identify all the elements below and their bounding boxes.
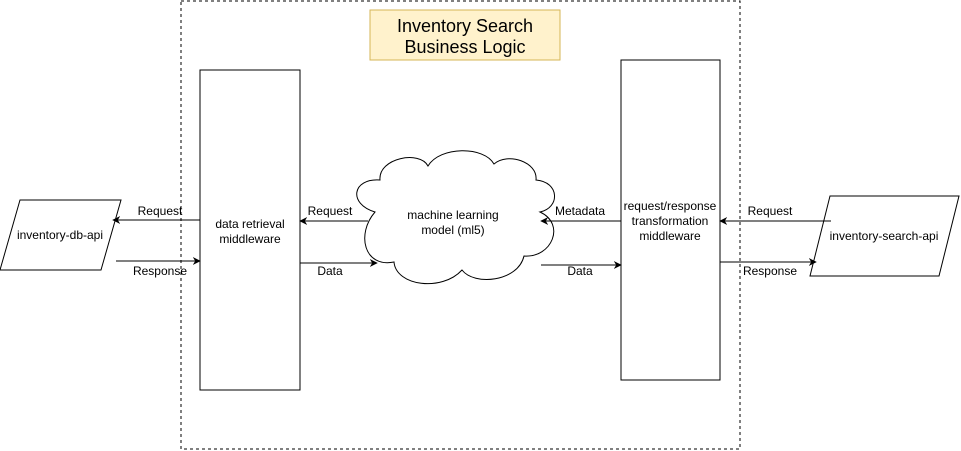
inventory-search-api-node bbox=[809, 195, 960, 277]
ml-data-label: Data bbox=[317, 264, 343, 278]
transformation-label-line2: transformation bbox=[632, 214, 709, 228]
inventory-db-api-label: inventory-db-api bbox=[17, 228, 103, 242]
transformation-middleware-node bbox=[620, 59, 721, 381]
data-retrieval-middleware-node bbox=[199, 69, 301, 391]
search-request-label: Request bbox=[748, 204, 793, 218]
db-request-label: Request bbox=[138, 204, 183, 218]
db-response-label: Response bbox=[133, 264, 187, 278]
inventory-db-api-node bbox=[0, 199, 122, 271]
inventory-search-api-label: inventory-search-api bbox=[830, 229, 939, 243]
business-logic-boundary bbox=[180, 0, 741, 450]
transformation-label-line3: middleware bbox=[639, 229, 701, 243]
ml-label-line1: machine learning bbox=[407, 208, 498, 222]
ml-request-label: Request bbox=[308, 204, 353, 218]
search-response-label: Response bbox=[743, 264, 797, 278]
ml-label-line2: model (ml5) bbox=[421, 223, 484, 237]
metadata-label: Metadata bbox=[555, 204, 605, 218]
transformation-label-line1: request/response bbox=[624, 199, 717, 213]
data-retrieval-label-line2: middleware bbox=[219, 232, 281, 246]
boundary-title-box bbox=[369, 9, 561, 61]
boundary-title-line2: Business Logic bbox=[404, 37, 525, 57]
boundary-title-line1: Inventory Search bbox=[397, 16, 533, 36]
machine-learning-cloud-node bbox=[356, 150, 555, 285]
data-retrieval-label-line1: data retrieval bbox=[215, 217, 284, 231]
transform-data-label: Data bbox=[567, 264, 593, 278]
